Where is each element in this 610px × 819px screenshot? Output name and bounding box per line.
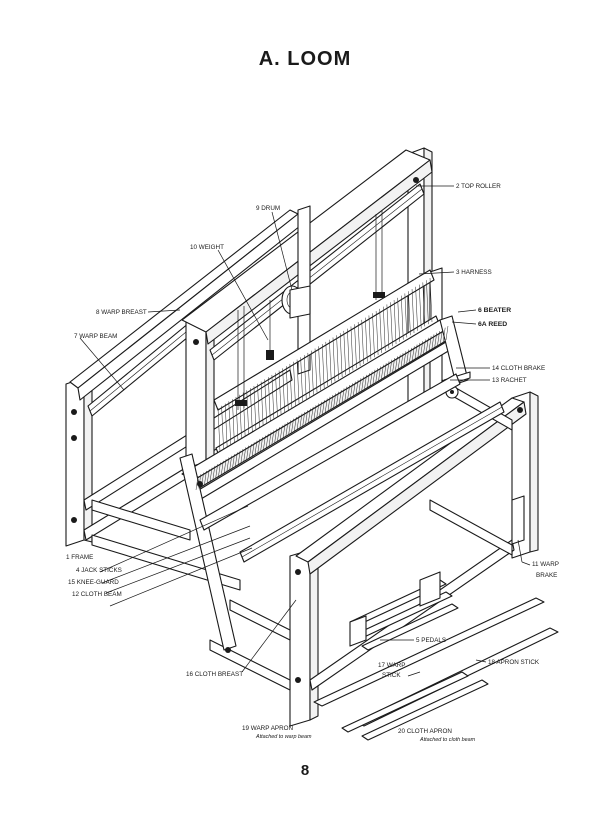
drum (281, 285, 311, 319)
label-warp-stick-line2: STICK (382, 672, 401, 679)
label-harness: 3 HARNESS (456, 269, 492, 276)
weight (266, 300, 274, 360)
label-weight: 10 WEIGHT (190, 244, 224, 251)
beater (179, 315, 469, 651)
apron-pieces (341, 671, 489, 741)
label-warp-stick-line1: 17 WARP (378, 662, 405, 669)
label-jack-sticks: 4 JACK STICKS (76, 567, 122, 574)
label-cloth-beam: 12 CLOTH BEAM (72, 591, 122, 598)
warp-stick (313, 597, 545, 707)
label-warp-beam: 7 WARP BEAM (74, 333, 117, 340)
bolt-heads (71, 177, 523, 683)
label-warp-breast: 8 WARP BREAST (96, 309, 147, 316)
label-rachet: 13 RACHET (492, 377, 527, 384)
label-cloth-apron-note: Attached to cloth beam (419, 737, 476, 743)
label-cloth-brake: 14 CLOTH BRAKE (492, 365, 545, 372)
leader-lines (79, 185, 531, 677)
label-cloth-apron: 20 CLOTH APRON (398, 728, 452, 735)
label-frame: 1 FRAME (66, 554, 93, 561)
label-apron-stick: 18 APRON STICK (488, 659, 540, 666)
label-cloth-breast: 16 CLOTH BREAST (186, 671, 243, 678)
page-number: 8 (300, 762, 310, 779)
label-drum: 9 DRUM (256, 205, 280, 212)
page-title: A. LOOM (258, 48, 352, 70)
label-warp-apron-note: Attached to warp beam (255, 734, 312, 740)
part-labels: 2 TOP ROLLER 9 DRUM 10 WEIGHT 3 HARNESS … (66, 183, 559, 743)
label-warp-apron: 19 WARP APRON (242, 725, 294, 732)
label-warp-brake-line2: BRAKE (536, 572, 557, 579)
warp-brake (511, 495, 525, 563)
label-knee-guard: 15 KNEE-GUARD (68, 579, 119, 586)
label-warp-brake-line1: 11 WARP (532, 561, 559, 568)
cloth-beam (239, 401, 505, 563)
label-reed: 6A REED (478, 321, 507, 328)
label-beater: 6 BEATER (478, 307, 511, 314)
reed (195, 325, 449, 491)
label-top-roller: 2 TOP ROLLER (456, 183, 501, 190)
pedals (349, 571, 459, 651)
knee-guard (199, 373, 461, 531)
label-pedals: 5 PEDALS (416, 637, 446, 644)
